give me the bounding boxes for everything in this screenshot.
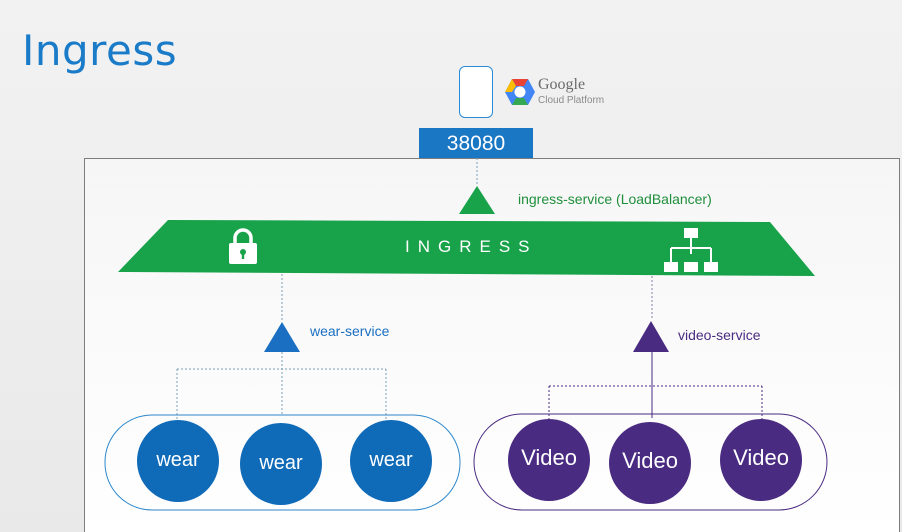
gcp-name: Google (538, 76, 586, 93)
wear-service-label: wear-service (310, 323, 390, 339)
gcp-subtitle: Cloud Platform (538, 95, 605, 106)
wear-pod: wear (350, 420, 432, 502)
video-service-triangle (633, 321, 669, 352)
wear-pod: wear (240, 423, 322, 505)
video-pod-group (473, 413, 828, 511)
ingress-label: INGRESS (405, 237, 538, 256)
video-pod: Video (720, 419, 802, 501)
hierarchy-icon (664, 228, 718, 272)
lock-icon (229, 228, 257, 264)
ingress-bar (118, 220, 815, 276)
video-pod: Video (609, 422, 691, 504)
google-cloud-logo (505, 79, 535, 105)
video-service-label: video-service (678, 327, 761, 343)
ingress-service-label: ingress-service (LoadBalancer) (518, 191, 712, 207)
wear-pod-group (104, 414, 461, 511)
video-pod: Video (508, 419, 590, 501)
node-port-box: 38080 (419, 128, 533, 158)
node-box (459, 66, 493, 118)
wear-pod: wear (137, 420, 219, 502)
wear-service-triangle (264, 322, 300, 352)
page-title: Ingress (22, 26, 178, 75)
ingress-service-triangle (459, 186, 495, 214)
